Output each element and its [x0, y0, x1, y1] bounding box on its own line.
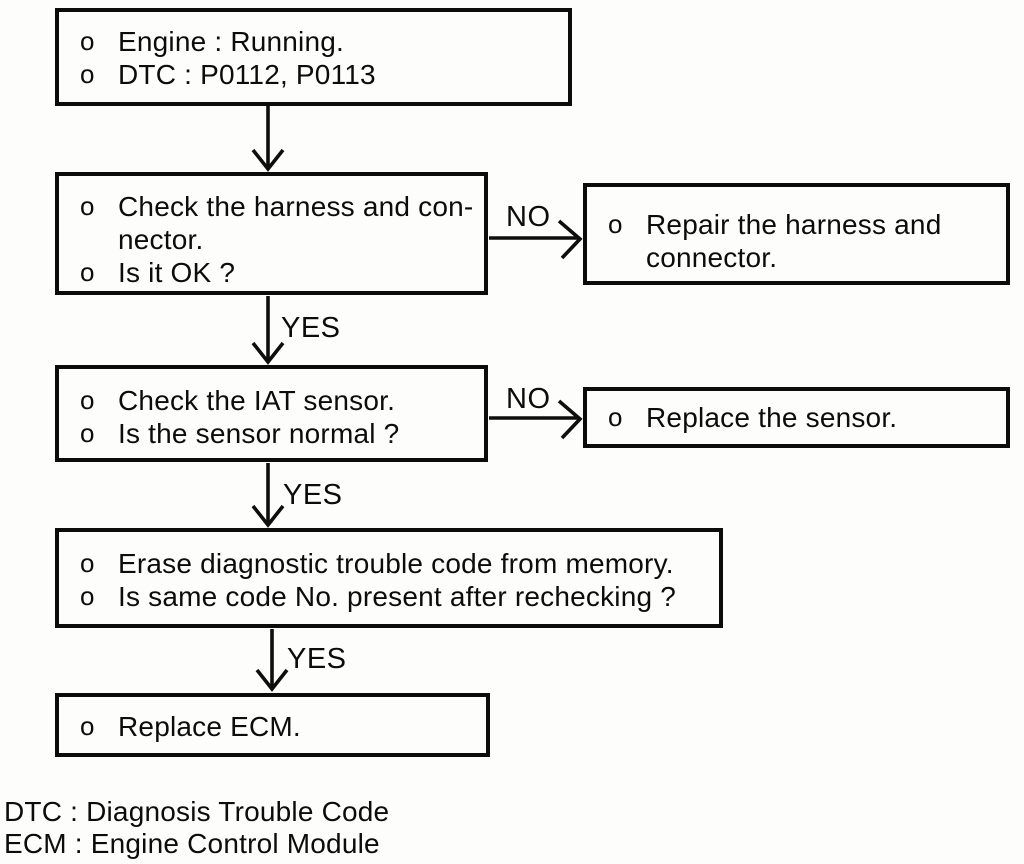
arrow-right-icon — [557, 399, 583, 440]
node-repair-harness: o Repair the harness and connector. — [583, 183, 1010, 285]
bullet-marker: o — [608, 402, 623, 432]
node-line: o Replace ECM. — [59, 710, 486, 743]
node-line: o Repair the harness and — [587, 208, 1006, 241]
node-text: Is the sensor normal ? — [118, 418, 400, 449]
arrow-down-icon — [251, 148, 285, 172]
node-engine-dtc: o Engine : Running. o DTC : P0112, P0113 — [55, 8, 572, 106]
node-erase-dtc: o Erase diagnostic trouble code from mem… — [55, 528, 723, 628]
node-replace-ecm: o Replace ECM. — [55, 693, 490, 757]
node-line: o Check the harness and con- — [59, 190, 484, 223]
connector-check-iat-yes — [251, 463, 285, 528]
node-text: Is it OK ? — [118, 257, 236, 288]
node-text: Repair the harness and — [646, 209, 942, 240]
node-line: o Check the IAT sensor. — [59, 384, 484, 417]
arrow-down-icon — [255, 668, 289, 692]
branch-label-no-iat: NO — [506, 383, 551, 415]
bullet-marker: o — [608, 209, 623, 239]
node-line: o Engine : Running. — [59, 25, 568, 58]
node-text: Is same code No. present after recheckin… — [118, 581, 676, 612]
branch-label-yes-iat: YES — [283, 479, 343, 511]
node-text: Erase diagnostic trouble code from memor… — [118, 548, 674, 579]
node-line: o Erase diagnostic trouble code from mem… — [59, 547, 719, 580]
branch-label-yes-erase: YES — [287, 643, 347, 675]
node-text: Check the harness and con- — [118, 191, 474, 222]
node-text: Engine : Running. — [118, 26, 345, 57]
connector-erase-code-yes — [255, 629, 289, 692]
bullet-marker: o — [80, 548, 95, 578]
bullet-marker: o — [80, 711, 95, 741]
node-text: DTC : P0112, P0113 — [118, 59, 376, 90]
node-line: o DTC : P0112, P0113 — [59, 58, 568, 91]
node-replace-sensor: o Replace the sensor. — [583, 387, 1010, 448]
arrow-down-icon — [251, 341, 285, 365]
bullet-marker: o — [80, 581, 95, 611]
bullet-marker: o — [80, 385, 95, 415]
node-check-iat-sensor: o Check the IAT sensor. o Is the sensor … — [55, 365, 488, 462]
branch-label-yes-harness: YES — [281, 312, 341, 344]
node-text: nector. — [118, 224, 204, 255]
bullet-marker: o — [80, 257, 95, 287]
node-text: connector. — [646, 242, 778, 273]
node-text: Replace the sensor. — [646, 402, 898, 433]
arrow-down-icon — [251, 504, 285, 528]
node-line-continuation: nector. — [59, 223, 484, 256]
bullet-marker: o — [80, 59, 95, 89]
bullet-marker: o — [80, 418, 95, 448]
connector-start-to-check-harness — [251, 106, 285, 172]
node-line-continuation: connector. — [587, 241, 1006, 274]
branch-label-no-harness: NO — [506, 201, 551, 233]
node-line: o Is the sensor normal ? — [59, 417, 484, 450]
bullet-marker: o — [80, 191, 95, 221]
node-text: Check the IAT sensor. — [118, 385, 396, 416]
connector-check-harness-yes — [251, 296, 285, 365]
bullet-marker: o — [80, 26, 95, 56]
footnote-dtc: DTC : Diagnosis Trouble Code — [4, 796, 390, 827]
footnote-ecm: ECM : Engine Control Module — [4, 828, 380, 859]
node-text: Replace ECM. — [118, 711, 301, 742]
node-line: o Is same code No. present after recheck… — [59, 580, 719, 613]
node-line: o Replace the sensor. — [587, 401, 1006, 434]
node-line: o Is it OK ? — [59, 256, 484, 289]
node-check-harness: o Check the harness and con- nector. o I… — [55, 172, 488, 295]
arrow-right-icon — [557, 219, 583, 260]
